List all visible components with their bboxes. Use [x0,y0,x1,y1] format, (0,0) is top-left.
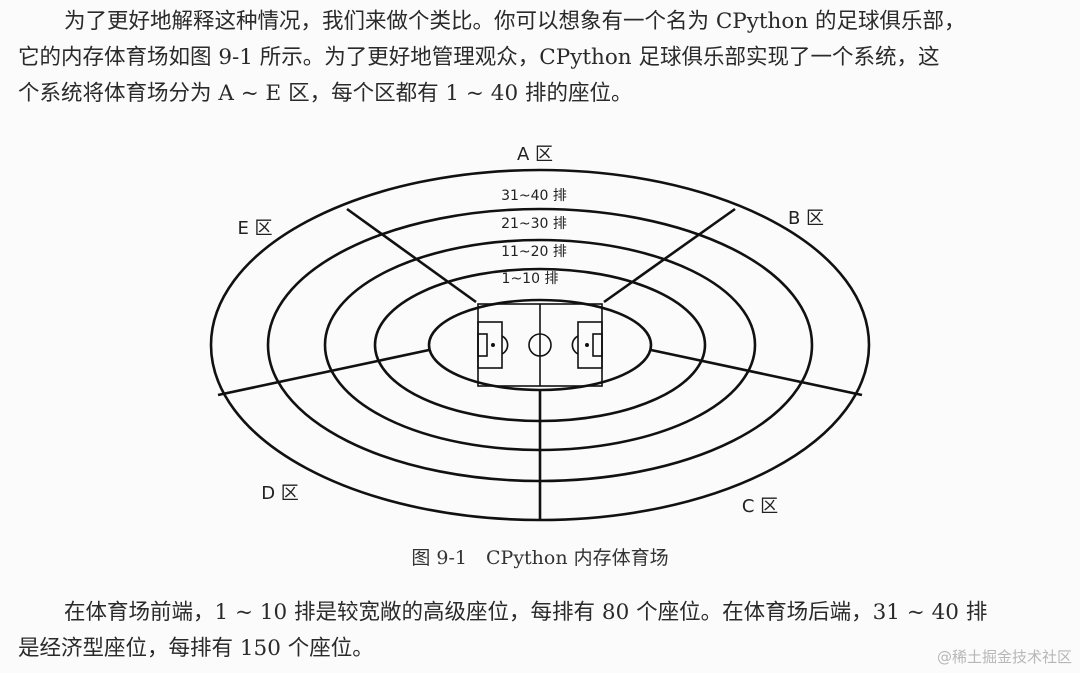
divider-ae [346,207,477,304]
row-label-third: 21~30 排 [501,216,567,232]
seating-line-1: 在体育场前端，1 ~ 10 排是较宽敞的高级座位，每排有 80 个座位。在体育场… [64,600,988,625]
row-label-outer: 31~40 排 [501,188,567,204]
seating-paragraph: 在体育场前端，1 ~ 10 排是较宽敞的高级座位，每排有 80 个座位。在体育场… [18,595,1068,667]
figure-caption: 图 9-1 CPython 内存体育场 [411,547,669,569]
divider-ab [603,207,736,304]
divider-ed [217,348,430,397]
watermark: @稀土掘金技术社区 [936,648,1072,666]
zone-label-c: C 区 [742,496,778,517]
intro-line-1: 为了更好地解释这种情况，我们来做个类比。你可以想象有一个名为 CPython 的… [64,9,966,34]
zone-label-d: D 区 [261,483,299,504]
football-pitch [477,303,603,387]
zone-label-e: E 区 [237,218,272,239]
seating-line-2: 是经济型座位，每排有 150 个座位。 [18,636,374,661]
intro-line-2: 它的内存体育场如图 9-1 所示。为了更好地管理观众，CPython 足球俱乐部… [18,45,940,70]
divider-bc [650,348,863,397]
ring-outer [209,168,871,522]
intro-paragraph: 为了更好地解释这种情况，我们来做个类比。你可以想象有一个名为 CPython 的… [18,4,1068,112]
row-label-inner: 1~10 排 [502,271,559,287]
row-label-second: 11~20 排 [501,244,567,260]
stadium-diagram: 31~40 排 21~30 排 11~20 排 1~10 排 A 区 B 区 C… [209,144,871,522]
intro-line-3: 个系统将体育场分为 A ~ E 区，每个区都有 1 ~ 40 排的座位。 [18,81,633,106]
zone-label-a: A 区 [517,144,553,165]
zone-label-b: B 区 [788,208,824,229]
